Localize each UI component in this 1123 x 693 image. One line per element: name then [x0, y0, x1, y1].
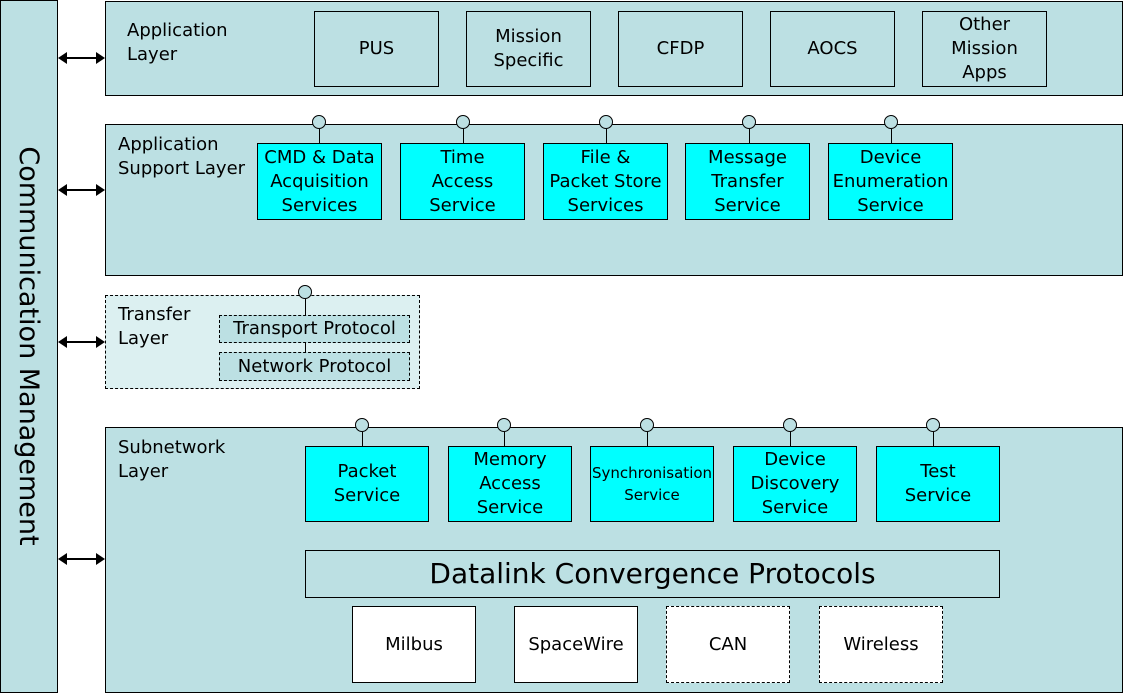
sap-connector-icon: [312, 115, 327, 144]
app-box-aocs: AOCS: [770, 11, 895, 87]
service-synchronisation: Synchronisation Service: [590, 446, 714, 522]
sap-connector-icon: [783, 418, 798, 446]
service-device-discovery: Device Discovery Service: [733, 446, 857, 522]
sap-connector-icon: [355, 418, 370, 446]
arrow-application-layer: [58, 51, 105, 65]
service-message-transfer: Message Transfer Service: [685, 143, 810, 220]
datalink-convergence-protocols: Datalink Convergence Protocols: [305, 550, 1000, 598]
service-packet: Packet Service: [305, 446, 429, 522]
sap-connector-icon: [926, 418, 941, 446]
service-file-packet-store: File & Packet Store Services: [543, 143, 668, 220]
subnetwork-can: CAN: [666, 606, 790, 683]
transport-protocol-box: Transport Protocol: [219, 315, 410, 343]
arrow-application-support-layer: [58, 183, 105, 197]
subnetwork-wireless: Wireless: [819, 606, 943, 683]
subnetwork-layer-label: Subnetwork Layer: [118, 437, 226, 482]
sap-connector-icon: [884, 115, 899, 144]
subnetwork-spacewire: SpaceWire: [514, 606, 638, 683]
arrow-subnetwork-layer: [58, 552, 105, 566]
app-box-cfdp: CFDP: [618, 11, 743, 87]
service-cmd-data-acquisition: CMD & Data Acquisition Services: [257, 143, 382, 220]
application-support-layer-label: Application Support Layer: [118, 134, 246, 179]
transfer-layer-label: Transfer Layer: [118, 304, 191, 349]
service-device-enumeration: Device Enumeration Service: [828, 143, 953, 220]
service-test: Test Service: [876, 446, 1000, 522]
sap-connector-icon: [640, 418, 655, 446]
communication-management-bar: [0, 0, 58, 693]
app-box-other-mission-apps: Other Mission Apps: [922, 11, 1047, 87]
sap-connector-icon: [599, 115, 614, 144]
protocol-link-line: [305, 343, 306, 352]
subnetwork-milbus: Milbus: [352, 606, 476, 683]
sap-connector-icon: [298, 285, 313, 315]
sap-connector-icon: [497, 418, 512, 446]
application-layer-label: Application Layer: [127, 20, 228, 65]
communication-management-label: Communication Management: [13, 146, 44, 546]
app-box-pus: PUS: [314, 11, 439, 87]
network-protocol-box: Network Protocol: [219, 352, 410, 381]
service-memory-access: Memory Access Service: [448, 446, 572, 522]
service-time-access: Time Access Service: [400, 143, 525, 220]
sap-connector-icon: [456, 115, 471, 144]
arrow-transfer-layer: [58, 335, 105, 349]
app-box-mission-specific: Mission Specific: [466, 11, 591, 87]
sap-connector-icon: [742, 115, 757, 144]
